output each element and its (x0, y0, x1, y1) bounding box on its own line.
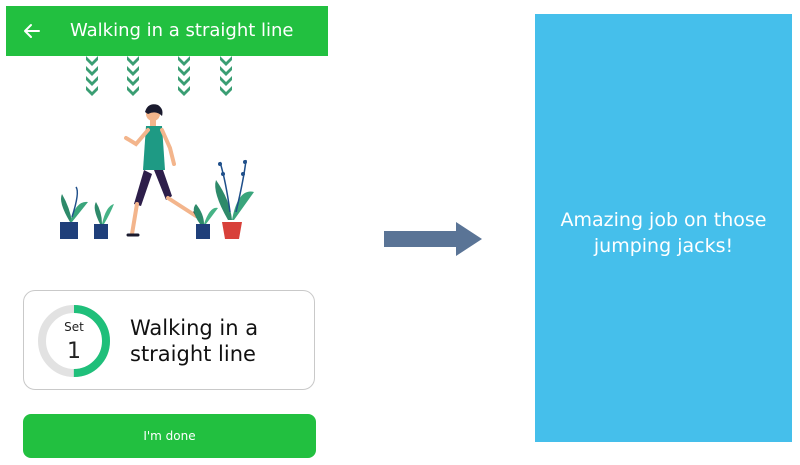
ring-progress-arc (38, 305, 110, 377)
walking-person (124, 104, 203, 237)
congrats-message: Amazing job on those jumping jacks! (560, 209, 767, 257)
walking-illustration (60, 56, 254, 239)
done-button[interactable]: I'm done (23, 414, 316, 458)
hanging-vines (86, 56, 232, 96)
page-title: Walking in a straight line (70, 20, 294, 41)
congrats-screen: Amazing job on those jumping jacks! (535, 14, 792, 442)
right-plants (193, 159, 254, 239)
left-plants (60, 186, 114, 239)
set-card: Set 1 Walking in a straight line (23, 290, 315, 390)
arrow-left-icon[interactable] (22, 21, 42, 41)
set-number: 1 (67, 339, 81, 364)
arrow-right-icon (384, 222, 482, 256)
exercise-name: Walking in a straight line (130, 316, 259, 366)
set-label: Set (64, 320, 84, 334)
set-progress-ring (38, 305, 110, 377)
app-bar: Walking in a straight line (6, 6, 328, 56)
